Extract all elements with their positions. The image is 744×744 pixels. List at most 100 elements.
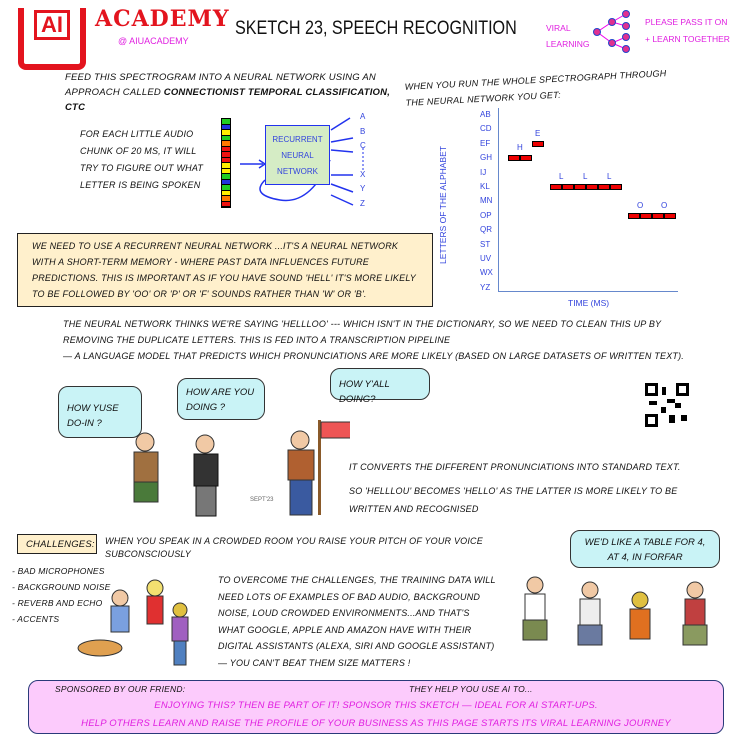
letter-cell-o <box>652 212 664 219</box>
y-tick-label: AB <box>480 110 491 119</box>
convert-line: WRITTEN AND RECOGNISED <box>349 504 479 514</box>
letter-label: L <box>559 172 564 181</box>
letter-cell-h <box>520 155 532 162</box>
letter-cell-l <box>562 184 574 190</box>
y-tick-label: EF <box>480 138 491 148</box>
spectro-cell <box>222 185 230 191</box>
signature: SEPT'23 <box>250 497 274 503</box>
speech-bubble-forfar: WE'D LIKE A TABLE FOR 4, AT 4, IN FORFAR <box>570 530 720 568</box>
spectro-cell <box>222 201 230 207</box>
letter-cell-o <box>628 212 640 219</box>
overcome-line: — YOU CAN'T BEAT THEM SIZE MATTERS ! <box>218 657 411 668</box>
pitch-text: WHEN YOU SPEAK IN A CROWDED ROOM YOU RAI… <box>105 536 483 559</box>
spectro-cell <box>222 179 230 185</box>
y-tick-label: UV <box>480 254 492 263</box>
y-tick-label: KL <box>480 182 490 191</box>
chunk-line: FOR EACH LITTLE AUDIO <box>80 129 194 139</box>
spectro-cell <box>222 190 230 196</box>
challenge-item: - REVERB AND ECHO <box>12 598 103 608</box>
output-letter: Y <box>360 184 366 193</box>
intro-line: APPROACH CALLED CONNECTIONIST TEMPORAL C… <box>65 85 395 115</box>
y-tick-label: CD <box>480 124 492 134</box>
speech-bubble-scot: HOW YUSE DO-IN ? <box>58 386 142 438</box>
spectro-cell <box>222 141 230 147</box>
overcome-line: DIGITAL ASSISTANTS (ALEXA, SIRI AND GOOG… <box>218 641 495 651</box>
sponsor-label: SPONSORED BY OUR FRIEND: <box>55 684 186 694</box>
letter-cell-l <box>586 184 598 190</box>
spectro-cell <box>222 168 230 174</box>
spectro-cell <box>222 152 230 158</box>
overcome-line: WHAT GOOGLE, APPLE AND AMAZON HAVE WITH … <box>218 624 472 635</box>
letter-label: L <box>583 172 588 181</box>
spectro-cell <box>222 124 230 130</box>
letter-label: H <box>517 143 523 153</box>
ctc-term: CONNECTIONIST TEMPORAL CLASSIFICATION, C… <box>65 87 391 113</box>
output-letter: C <box>360 141 366 150</box>
logo <box>18 8 86 70</box>
sponsor-help: THEY HELP YOU USE AI TO... <box>409 684 533 694</box>
handle: @ AIUACADEMY <box>118 36 189 46</box>
letter-cell-l <box>610 184 622 190</box>
network-icon <box>593 10 630 53</box>
sponsor-cta[interactable]: ENJOYING THIS? THEN BE PART OF IT! SPONS… <box>154 700 598 711</box>
characters-illustration <box>133 420 350 517</box>
letter-cell-l <box>598 184 610 190</box>
spectro-cell <box>222 196 230 202</box>
spectro-cell <box>222 130 230 136</box>
y-tick-label: QR <box>480 225 492 235</box>
intro-text: FEED THIS SPECTROGRAM INTO A NEURAL NETW… <box>65 70 395 115</box>
viral-label: VIRAL LEARNING <box>546 23 590 49</box>
rnn-note: WE NEED TO USE A RECURRENT NEURAL NETWOR… <box>17 233 433 307</box>
challenges-label: CHALLENGES: <box>17 534 97 554</box>
overcome-line: TO OVERCOME THE CHALLENGES, THE TRAINING… <box>218 575 496 585</box>
overcome-line: NEED LOTS OF EXAMPLES OF BAD AUDIO, BACK… <box>218 591 481 602</box>
learn-together-line: + LEARN TOGETHER <box>645 34 730 44</box>
overcome-text: TO OVERCOME THE CHALLENGES, THE TRAINING… <box>218 572 496 671</box>
letter-cell-o <box>640 212 652 219</box>
y-tick-label: MN <box>480 196 493 206</box>
spectrogram-strip <box>221 118 231 208</box>
speech-bubble-english: HOW ARE YOU DOING ? <box>177 378 265 420</box>
cleanup-text: THE NEURAL NETWORK THINKS WE'RE SAYING '… <box>63 316 684 364</box>
letter-cell-h <box>508 155 520 162</box>
spectro-cell <box>222 174 230 180</box>
logo-text: AI <box>34 10 70 40</box>
y-axis <box>498 108 499 291</box>
letter-cell-e <box>532 140 544 147</box>
spectro-cell <box>222 157 230 163</box>
y-tick-label: YZ <box>480 282 491 292</box>
y-tick-label: GH <box>480 153 492 163</box>
letter-cell-o <box>664 212 676 219</box>
cleanup-line: REMOVING THE DUPLICATE LETTERS. THIS IS … <box>63 335 451 345</box>
letter-label: O <box>661 200 668 210</box>
intro-prefix: APPROACH CALLED <box>65 87 164 98</box>
output-letter: A <box>360 112 366 121</box>
challenge-item: - BACKGROUND NOISE <box>12 582 111 592</box>
brand-name: ACADEMY <box>95 6 230 32</box>
pass-on: PLEASE PASS IT ON + LEARN TOGETHER <box>645 14 730 48</box>
intro-line: FEED THIS SPECTROGRAM INTO A NEURAL NETW… <box>65 72 376 83</box>
sponsor-help-others: HELP OTHERS LEARN AND RAISE THE PROFILE … <box>81 718 671 729</box>
y-tick-label: OP <box>480 210 492 220</box>
page-title: SKETCH 23, SPEECH RECOGNITION <box>235 18 517 39</box>
qr-code[interactable] <box>645 383 689 427</box>
challenge-item: - BAD MICROPHONES <box>12 566 105 576</box>
convert-line: SO 'HELLLOU' BECOMES 'HELLO' AS THE LATT… <box>349 486 678 496</box>
spectro-cell <box>222 119 230 125</box>
convert-line: IT CONVERTS THE DIFFERENT PRONUNCIATIONS… <box>349 462 681 472</box>
output-letter: X <box>360 169 366 179</box>
dancers-illustration <box>522 576 708 646</box>
rnn-box: RECURRENT NEURAL NETWORK <box>265 125 330 185</box>
pass-on-line: PLEASE PASS IT ON <box>645 17 728 27</box>
sponsor-panel: SPONSORED BY OUR FRIEND: THEY HELP YOU U… <box>28 680 724 734</box>
output-letter: Z <box>360 198 365 208</box>
cleanup-line: THE NEURAL NETWORK THINKS WE'RE SAYING '… <box>63 319 662 329</box>
x-axis-label: TIME (MS) <box>568 298 610 308</box>
convert-text: IT CONVERTS THE DIFFERENT PRONUNCIATIONS… <box>349 458 681 518</box>
letter-label: E <box>535 128 541 138</box>
y-tick-label: WX <box>480 268 493 278</box>
speech-bubble-cowboy: HOW Y'ALL DOING? <box>330 368 430 405</box>
